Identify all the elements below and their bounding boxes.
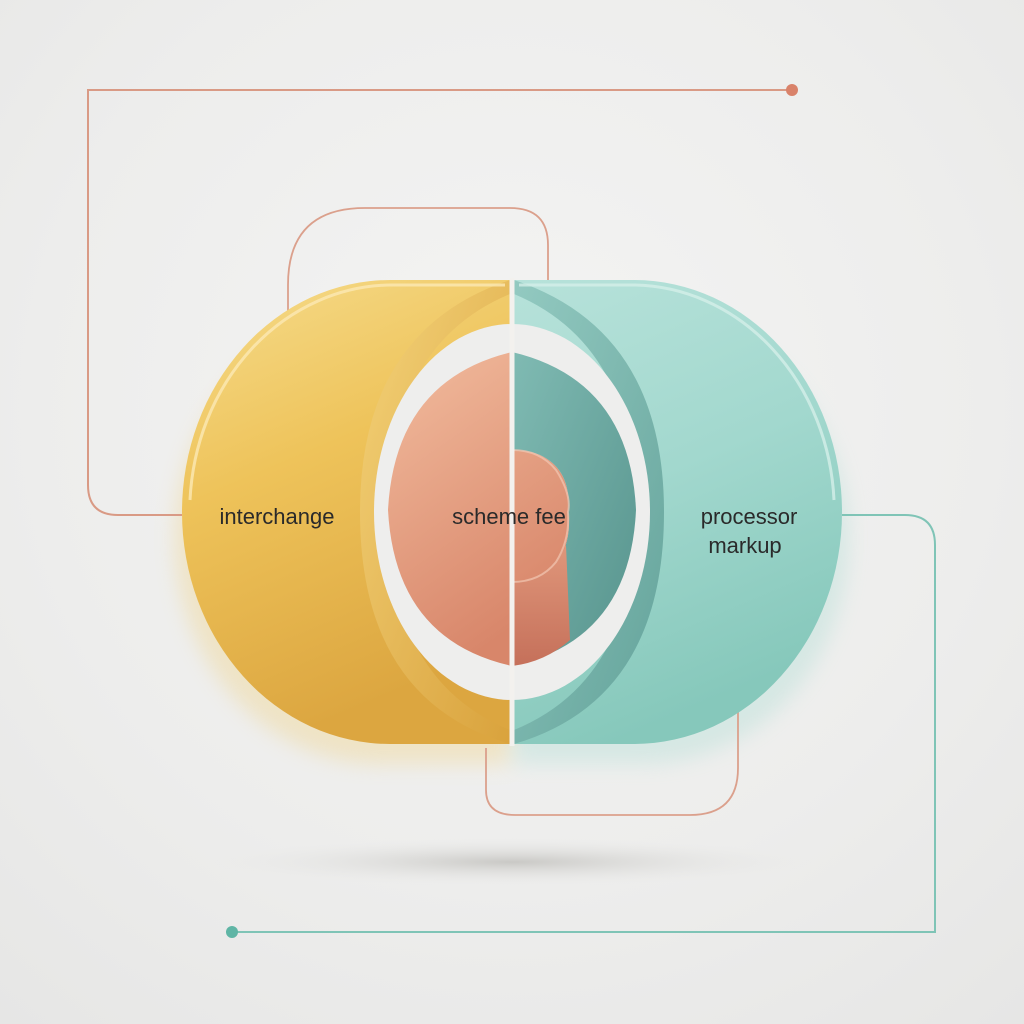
connector-bottom-end-dot xyxy=(226,926,238,938)
scheme-fee-divider xyxy=(511,352,570,666)
interchange-label: interchange xyxy=(220,504,335,529)
connector-top xyxy=(87,89,790,516)
processor-markup-inner-rim xyxy=(514,280,664,744)
scheme-fee-lower-band xyxy=(512,545,570,666)
connector-inner-bottom xyxy=(485,705,739,816)
connector-inner-top xyxy=(287,207,549,320)
interchange-highlight xyxy=(188,283,505,501)
scheme-fee-label: scheme fee xyxy=(452,504,566,529)
scheme-fee-left-lobe xyxy=(388,352,569,666)
connector-top-end-dot xyxy=(786,84,798,96)
floor-shadow xyxy=(212,838,812,886)
scheme-fee-core xyxy=(388,352,636,666)
processor-markup-highlight xyxy=(519,283,836,501)
processor-markup-label-line1: processor xyxy=(701,504,798,529)
interchange-inner-rim xyxy=(360,280,510,744)
connector-bottom xyxy=(236,514,936,933)
processor-markup-label-line2: markup xyxy=(708,533,781,558)
